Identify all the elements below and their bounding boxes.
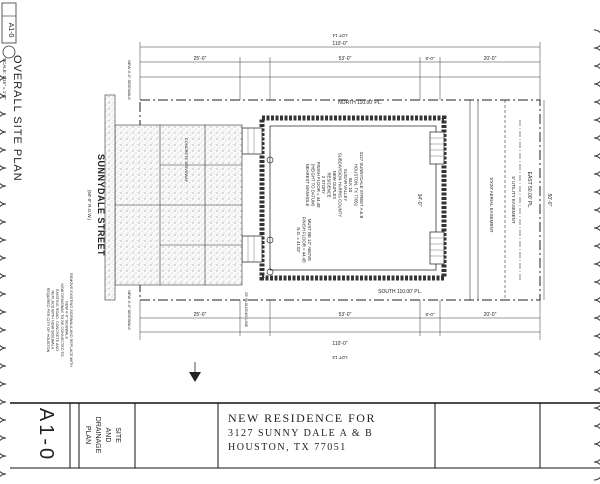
note-line: EXISTING ROAD. CONCRETE AND [55, 289, 59, 351]
note-line: FINISH FLOOR = 44.45' [316, 162, 321, 209]
aerial-easement-label: 5'X20' AERIAL EASEMENT [489, 177, 494, 232]
dim-rear-top: 20'-0" [484, 56, 497, 62]
note-line: MUST BE 12" ABOVE [307, 219, 312, 261]
title-line-3: HOUSTON, TX 77051 [228, 442, 347, 453]
dim-house-bottom: 53'-0" [339, 312, 352, 318]
dimension-strings-top [139, 42, 541, 100]
dim-overall-top: 110'-0" [332, 41, 347, 47]
street-row: (60'-0" R.O.W.) [87, 190, 92, 221]
dim-rear-bottom: 20'-0" [484, 312, 497, 318]
note-line: REQUIRED PER CITY OF HOUSTON [46, 288, 50, 353]
note-line: RESIDENCE [327, 172, 332, 197]
building-line-label: 25' BUILDING LINE [244, 292, 249, 328]
project-title: NEW RESIDENCE FOR 3127 SUNNY DALE A & B … [228, 411, 376, 453]
note-line: NEW DRIVEWAY TO BE CONNECTED TO [60, 283, 64, 356]
note-line: PLAN [84, 426, 91, 444]
new-sidewalk-bottom-label: NEW 4'-0" SIDEWALK [127, 290, 132, 330]
note-line: NEAREST MANHOLE [305, 164, 310, 207]
dim-side-top: 8'-0" [426, 56, 435, 61]
title-line-1: NEW RESIDENCE FOR [228, 411, 376, 425]
note-line: (HEIGHT TO DATUM) [310, 164, 315, 207]
street-name: SUNNYDALE STREET [96, 154, 106, 256]
dimension-strings-bottom [139, 300, 541, 340]
revision-cloud-border [0, 29, 600, 481]
north-arrow [189, 362, 201, 382]
note-line: NEW 4'-0" SIDEWALK [64, 301, 68, 339]
overall-site-plan-title: OVERALL SITE PLAN SCALE: 1/16" = 1'-0" [2, 45, 23, 182]
east-line-label: EAST 50.00' PL. [526, 172, 532, 209]
easement-lines [469, 100, 521, 300]
note-line: REPLACE WITH NEW SIDEWALK [51, 291, 55, 350]
note-line: FINISH FLOOR = 44.45' [302, 217, 307, 264]
overall-title-text: OVERALL SITE PLAN [11, 55, 23, 182]
lot-13-label: LOT 13 [332, 355, 347, 360]
detail-markers [266, 156, 274, 276]
dim-side-bottom: 8'-0" [426, 312, 435, 317]
dim-house-top: 53'-0" [339, 56, 352, 62]
building-footprint [241, 115, 447, 281]
dim-house-width: 34'-0" [416, 194, 422, 207]
north-line-label: NORTH 110.00' PL. [338, 100, 382, 106]
note-line: DRAINAGE [94, 417, 101, 454]
note-line: SUGAR VALLEY [343, 169, 348, 202]
corner-sheet-number: A1-0 [7, 23, 14, 38]
new-sidewalk-top-label: NEW 4'-0" SIDEWALK [127, 60, 132, 100]
lot-14-label: LOT 14 [332, 33, 347, 38]
sheet-number: A1-0 [35, 408, 57, 462]
dim-front-top: 25'-0" [194, 56, 207, 62]
sidewalk [104, 94, 116, 301]
note-line: SUBDIVISION HARRIS COUNTY [337, 153, 342, 218]
note-line: N.G. = 41.02' [296, 227, 301, 252]
note-line: REMOVE EXISTING SIDEWALK AND REPLACE WIT… [69, 273, 73, 367]
dim-width-right: 50'-0" [546, 194, 552, 207]
title-line-2: 3127 SUNNY DALE A & B [228, 428, 373, 439]
note-line: 2 STORY [321, 176, 326, 194]
concrete-driveway [114, 124, 243, 286]
note-line: SITE [114, 427, 121, 443]
left-notes: REMOVE EXISTING SIDEWALK AND REPLACE WIT… [46, 273, 73, 367]
note-line: HOUSTON, TX 77051 [354, 164, 359, 207]
corner-sheet-tag: A1-0 [1, 2, 17, 44]
note-line: 3127 SUNNYDALE STREET A & B [359, 152, 364, 219]
title-block [10, 402, 600, 469]
overall-scale-text: SCALE: 1/16" = 1'-0" [2, 58, 7, 100]
driveway-label: CONCRETE DRIVEWAY [184, 138, 189, 183]
note-line: BLK 10 [348, 178, 353, 193]
south-line-label: SOUTH 110.00' PL. [378, 289, 422, 295]
utility-easement-label: 5' UTILITY EASEMENT [511, 176, 516, 224]
dim-overall-bottom: 110'-0" [332, 341, 347, 347]
note-line: NEW DUPLEX [332, 171, 337, 200]
note-line: AND [104, 428, 111, 443]
dim-front-bottom: 25'-0" [194, 312, 207, 318]
